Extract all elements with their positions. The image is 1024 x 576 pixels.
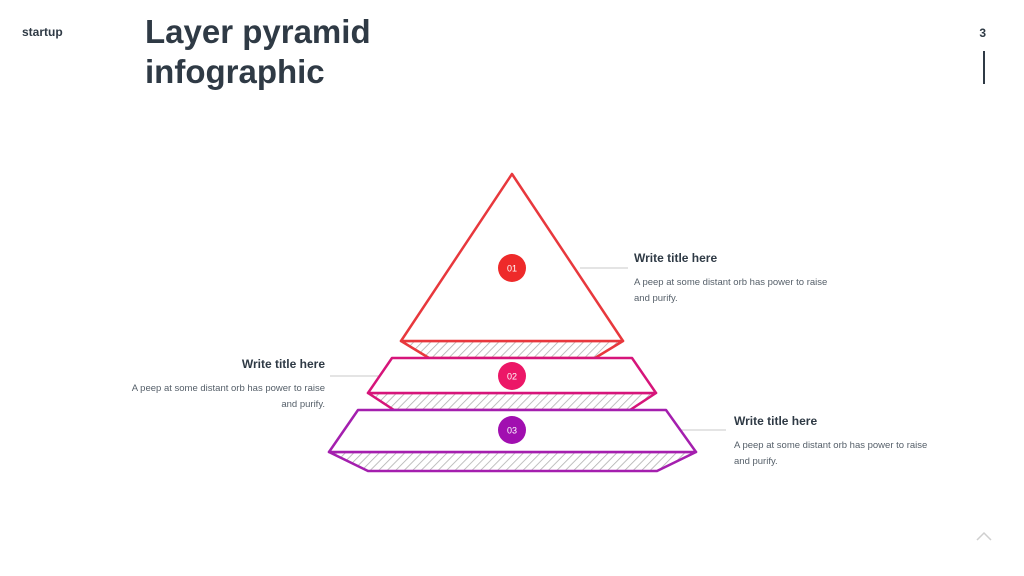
layer-1-hatch <box>399 339 625 360</box>
chevron-up-icon[interactable] <box>975 530 993 542</box>
page-number: 3 <box>979 26 986 40</box>
layer-2: 02 <box>366 356 658 412</box>
layer-1-description: A peep at some distant orb has power to … <box>634 277 828 304</box>
layer-1: 01 <box>399 172 625 360</box>
layer-2-hatch <box>366 391 658 412</box>
layer-3-hatch <box>327 450 698 473</box>
page-number-divider <box>983 51 985 84</box>
layer-3-text: Write title here A peep at some distant … <box>734 414 934 470</box>
layer-2-number: 02 <box>507 372 517 382</box>
layer-3: 03 <box>327 408 698 473</box>
layer-3-badge <box>498 416 526 444</box>
layer-1-title: Write title here <box>634 251 718 265</box>
layer-1-number: 01 <box>507 264 517 274</box>
layer-3-title: Write title here <box>734 414 818 428</box>
page-title: Layer pyramid infographic <box>145 13 371 90</box>
layer-1-text: Write title here A peep at some distant … <box>634 251 834 307</box>
brand-label: startup <box>22 25 63 39</box>
layer-3-description: A peep at some distant orb has power to … <box>734 440 928 467</box>
layer-2-badge <box>498 362 526 390</box>
layer-1-badge <box>498 254 526 282</box>
layer-2-title: Write title here <box>241 357 325 371</box>
layer-3-number: 03 <box>507 426 517 436</box>
layer-2-text: Write title here A peep at some distant … <box>125 357 325 413</box>
layer-2-description: A peep at some distant orb has power to … <box>131 383 325 410</box>
